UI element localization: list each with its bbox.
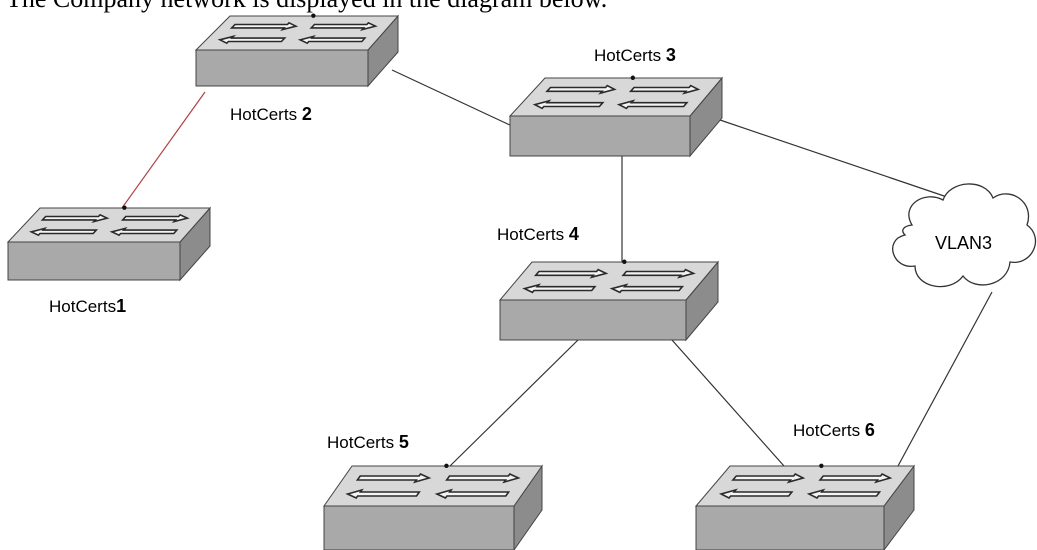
switch-arrow-right-icon	[355, 472, 432, 484]
switch-port-dot	[311, 13, 316, 18]
switch-arrow-right-icon	[120, 213, 190, 224]
switch-port-dot	[622, 259, 627, 264]
switch-arrow-right-icon	[445, 472, 521, 484]
switch-label-4: HotCerts 4	[497, 224, 579, 244]
switch-arrow-left-icon	[109, 226, 179, 237]
switch-label-1: HotCerts1	[49, 296, 127, 316]
switch-label-3: HotCerts 3	[594, 45, 676, 65]
switch-arrow-right-icon	[229, 21, 299, 32]
switch-front	[195, 49, 369, 87]
switch-port-dot	[819, 463, 824, 468]
switch-icon-s3	[508, 75, 724, 158]
switch-arrow-right-icon	[533, 268, 609, 279]
switch-arrow-left-icon	[217, 34, 287, 45]
switch-top	[194, 15, 400, 51]
link-s4-s6	[671, 339, 785, 467]
switch-icon-s6	[694, 463, 915, 550]
switch-port-dot	[444, 463, 449, 468]
switch-front	[695, 505, 885, 550]
vlan3-cloud-icon	[892, 183, 1037, 288]
switch-arrow-right-icon	[818, 472, 893, 484]
switch-arrow-right-icon	[621, 268, 696, 279]
switch-arrow-left-icon	[609, 283, 685, 294]
vlan3-label: VLAN3	[935, 233, 993, 253]
switch-arrow-left-icon	[434, 488, 511, 500]
cloud-layer	[892, 183, 1037, 288]
diagram-caption: The Company network is displayed in the …	[6, 0, 607, 14]
switch-label-5: HotCerts 5	[327, 432, 409, 452]
switch-top	[323, 465, 543, 507]
switch-icon-s5	[323, 463, 543, 550]
switch-arrow-left-icon	[28, 226, 99, 237]
switch-front	[499, 299, 687, 341]
switch-arrow-left-icon	[297, 34, 367, 45]
switch-top	[508, 77, 724, 117]
switch-front	[509, 115, 691, 157]
switch-front	[323, 505, 515, 550]
switch-arrow-right-icon	[309, 21, 378, 32]
link-s3-cloud	[719, 119, 951, 199]
link-s2-s3	[391, 69, 513, 127]
switch-top	[6, 207, 212, 243]
switch-icon-s2	[194, 13, 400, 88]
switch-icon-s4	[498, 259, 720, 342]
switch-layer	[6, 13, 915, 550]
switch-top	[694, 465, 915, 507]
switch-label-6: HotCerts 6	[793, 420, 875, 440]
switch-arrow-right-icon	[40, 213, 110, 224]
switch-port-dot	[122, 205, 127, 210]
switch-arrow-right-icon	[545, 84, 617, 95]
link-cloud-s6	[897, 291, 993, 467]
switch-icon-s1	[6, 205, 212, 282]
switch-label-2: HotCerts 2	[230, 104, 312, 124]
switch-arrow-right-icon	[628, 84, 701, 95]
switch-arrow-left-icon	[616, 99, 689, 110]
links-layer	[121, 69, 993, 467]
link-s1-s2	[121, 91, 206, 209]
switch-top	[498, 261, 720, 301]
switch-arrow-left-icon	[718, 488, 794, 500]
switch-arrow-left-icon	[345, 488, 421, 500]
switch-arrow-right-icon	[731, 472, 806, 484]
switch-arrow-left-icon	[532, 99, 605, 110]
link-s4-s5	[449, 339, 579, 467]
switch-front	[7, 241, 181, 281]
switch-arrow-left-icon	[522, 283, 597, 294]
switch-arrow-left-icon	[806, 488, 882, 500]
switch-port-dot	[630, 75, 636, 80]
